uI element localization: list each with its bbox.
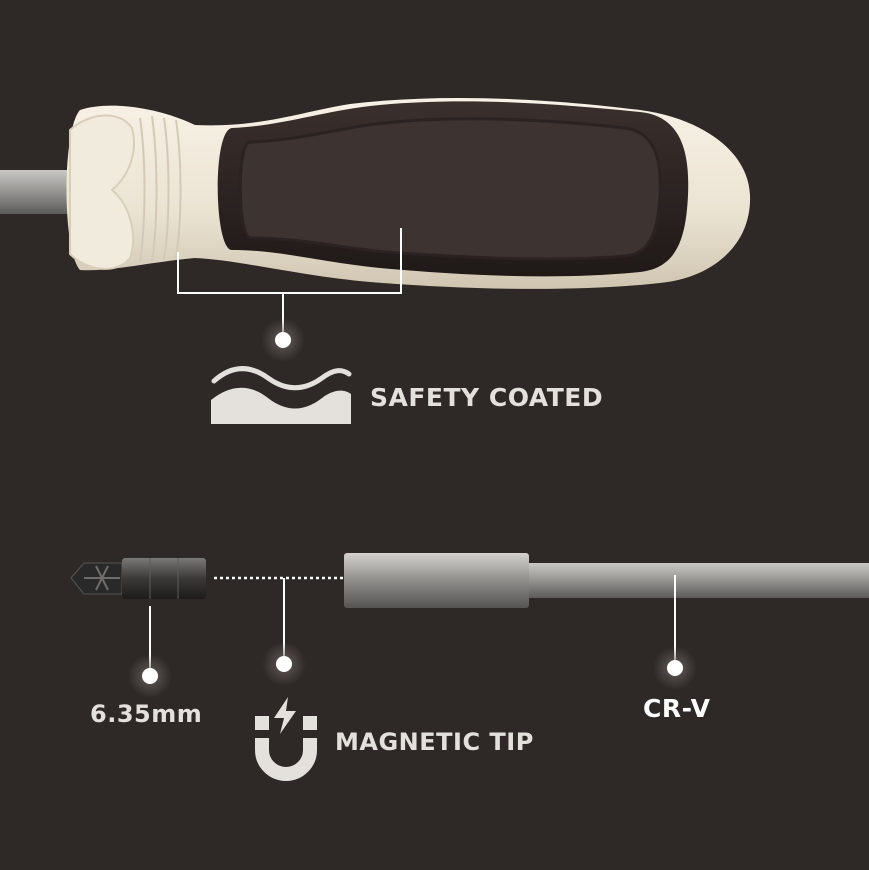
handle-collar-ribs — [139, 115, 182, 263]
material-label: CR-V — [643, 694, 711, 723]
magnetic-tip-label: MAGNETIC TIP — [335, 728, 534, 756]
shaft-sleeve — [344, 553, 529, 608]
magnet-icon — [255, 697, 317, 781]
wave-coating-icon — [211, 366, 352, 391]
safety-callout-dot — [275, 332, 291, 348]
handle-grip-texture — [238, 117, 662, 261]
bit-tip-flutes — [84, 565, 120, 591]
shaft-rod — [529, 563, 869, 598]
magnet-callout-dot — [276, 656, 292, 672]
wave-coating-icon-fill — [211, 387, 351, 424]
crv-callout-dot — [667, 660, 683, 676]
safety-coated-label: SAFETY COATED — [370, 383, 604, 412]
bit-hex-shank — [122, 558, 206, 599]
bit-size-label: 6.35mm — [90, 700, 203, 728]
size-callout-dot — [142, 668, 158, 684]
screw-bit — [70, 558, 206, 599]
handle-end-cap — [69, 114, 135, 270]
screwdriver-handle — [66, 97, 751, 289]
